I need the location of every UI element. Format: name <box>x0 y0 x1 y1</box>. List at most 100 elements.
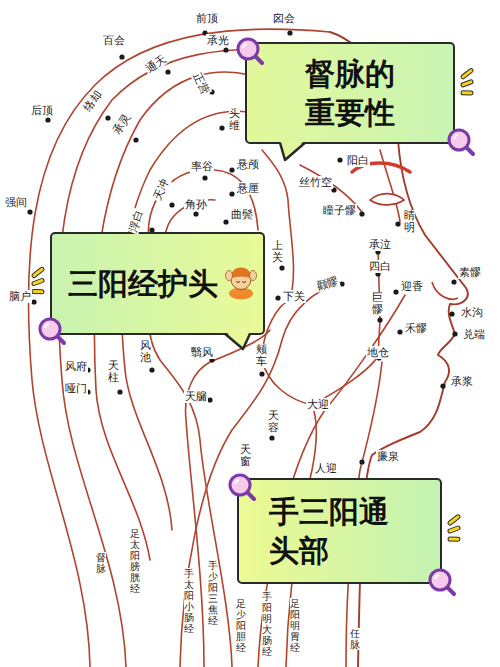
acupoint-label: 承泣 <box>368 238 392 251</box>
acupoint-dot <box>119 54 124 59</box>
icon-eyes <box>236 281 246 282</box>
stripe-outline <box>463 81 471 84</box>
icon-hair <box>230 267 252 278</box>
acupoint-dot <box>275 295 280 300</box>
acupoint-label: 颊车 <box>256 344 267 368</box>
callout-text: 督脉的 重要性 <box>281 54 419 132</box>
magnifier-handle <box>466 147 473 154</box>
magnifier-icon <box>230 475 254 499</box>
magnifier-icon <box>449 130 473 154</box>
accent-stripes <box>463 70 471 92</box>
acupoint-dot <box>169 202 174 207</box>
stripe <box>450 528 458 531</box>
stripe-outline <box>34 289 42 294</box>
icon-hand <box>225 270 232 280</box>
acupoint-dot <box>359 211 364 216</box>
acupoint-label: 廉泉 <box>376 450 400 463</box>
icon-hand <box>249 270 256 280</box>
acupoint-label: 率谷 <box>190 160 214 173</box>
magnifier-icon <box>238 39 262 63</box>
acupoint-label: 脑户 <box>8 290 32 303</box>
acupoint-dot <box>397 329 402 334</box>
acupoint-dots <box>27 30 457 464</box>
icon-body <box>229 287 253 299</box>
speech-tail <box>225 331 250 349</box>
stripe-outline <box>450 528 458 531</box>
stripe <box>450 516 458 522</box>
acupoint-label: 头维 <box>229 108 240 132</box>
acupoint-label: 悬颅 <box>236 158 260 171</box>
stripe <box>34 280 42 283</box>
magnifier-shine <box>235 480 239 484</box>
acupoint-dot <box>269 435 274 440</box>
acupoint-label: 水沟 <box>460 306 484 319</box>
meridian-label: 任脉 <box>350 628 360 650</box>
magnifier-handle <box>255 56 262 63</box>
acupoint-label: 风府 <box>64 360 88 373</box>
acupoint-dot <box>337 157 342 162</box>
acupoint-label: 地仓 <box>366 346 390 359</box>
callout-box: 手三阳通 头部 <box>237 478 442 584</box>
meridian-line <box>380 150 400 222</box>
magnifier-handle <box>57 336 64 343</box>
stripe <box>34 290 42 293</box>
acupoint-label: 后顶 <box>30 104 54 117</box>
acupoint-dot <box>449 311 454 316</box>
acupoint-dot <box>229 191 234 196</box>
meridian-label: 足少阳胆经 <box>236 598 246 653</box>
acupoint-label: 浮白 <box>126 208 147 235</box>
magnifier-lens <box>449 130 469 150</box>
acupoint-label: 天柱 <box>108 360 119 384</box>
meridian-label: 足阳明胃经 <box>290 598 300 653</box>
acupoint-dot <box>377 317 382 322</box>
magnifier-lens <box>430 570 450 590</box>
speech-tail <box>280 140 305 160</box>
acupoint-dot <box>223 47 228 52</box>
stripe-outline <box>34 280 42 283</box>
acupoint-label: 通天 <box>142 51 169 76</box>
accent-stripes <box>34 269 42 291</box>
massage-icon <box>225 267 256 299</box>
meridian-label: 手阳明大肠经 <box>262 591 272 657</box>
acupoint-label: 风池 <box>140 340 151 364</box>
magnifier-shine <box>454 135 458 139</box>
magnifier-shine <box>435 575 439 579</box>
eye <box>370 194 404 205</box>
magnifier-shine <box>45 324 49 328</box>
acupoint-dot <box>27 209 32 214</box>
acupoint-dot <box>287 30 292 35</box>
meridian-line <box>180 283 340 667</box>
acupoint-label: 瞳子髎 <box>322 204 357 217</box>
acupoint-label: 丝竹空 <box>298 176 333 189</box>
acupoint-dot <box>219 125 224 130</box>
acupoint-label: 大迎 <box>306 398 330 411</box>
acupoint-label: 角孙 <box>184 198 208 211</box>
magnifier-lens <box>230 475 250 495</box>
acupoint-label: 百会 <box>102 34 126 47</box>
stripe <box>463 81 471 84</box>
stripe-outline <box>450 536 458 541</box>
meridian-label: 足太阳膀胱经 <box>130 528 140 594</box>
meridian-label: 手少阳三焦经 <box>208 560 218 626</box>
acupoint-label: 素髎 <box>458 266 482 279</box>
magnifier-handle <box>447 587 454 594</box>
stripe <box>463 70 471 76</box>
acupoint-label: 下关 <box>282 290 306 303</box>
acupoint-label: 兑端 <box>462 328 486 341</box>
stripe <box>450 537 458 540</box>
acupoint-dot <box>31 299 36 304</box>
acupoint-label: 络却 <box>81 87 106 114</box>
acupoint-label: 睛明 <box>404 210 415 234</box>
acupoint-label: 人迎 <box>314 462 338 475</box>
acupoint-label: 禾髎 <box>404 322 428 335</box>
acupoint-dot <box>259 371 264 376</box>
acupoint-label: 颧髎 <box>314 274 341 293</box>
acupoint-label: 哑门 <box>64 382 88 395</box>
callout-box: 督脉的 重要性 <box>245 42 455 144</box>
speech-tail-outline <box>280 142 305 159</box>
acupoint-dot <box>223 219 228 224</box>
callout-text: 三阳经护头 <box>68 264 217 303</box>
acupoint-dot <box>165 69 170 74</box>
callout-box: 三阳经护头 <box>50 232 265 335</box>
acupoint-dot <box>133 137 138 142</box>
